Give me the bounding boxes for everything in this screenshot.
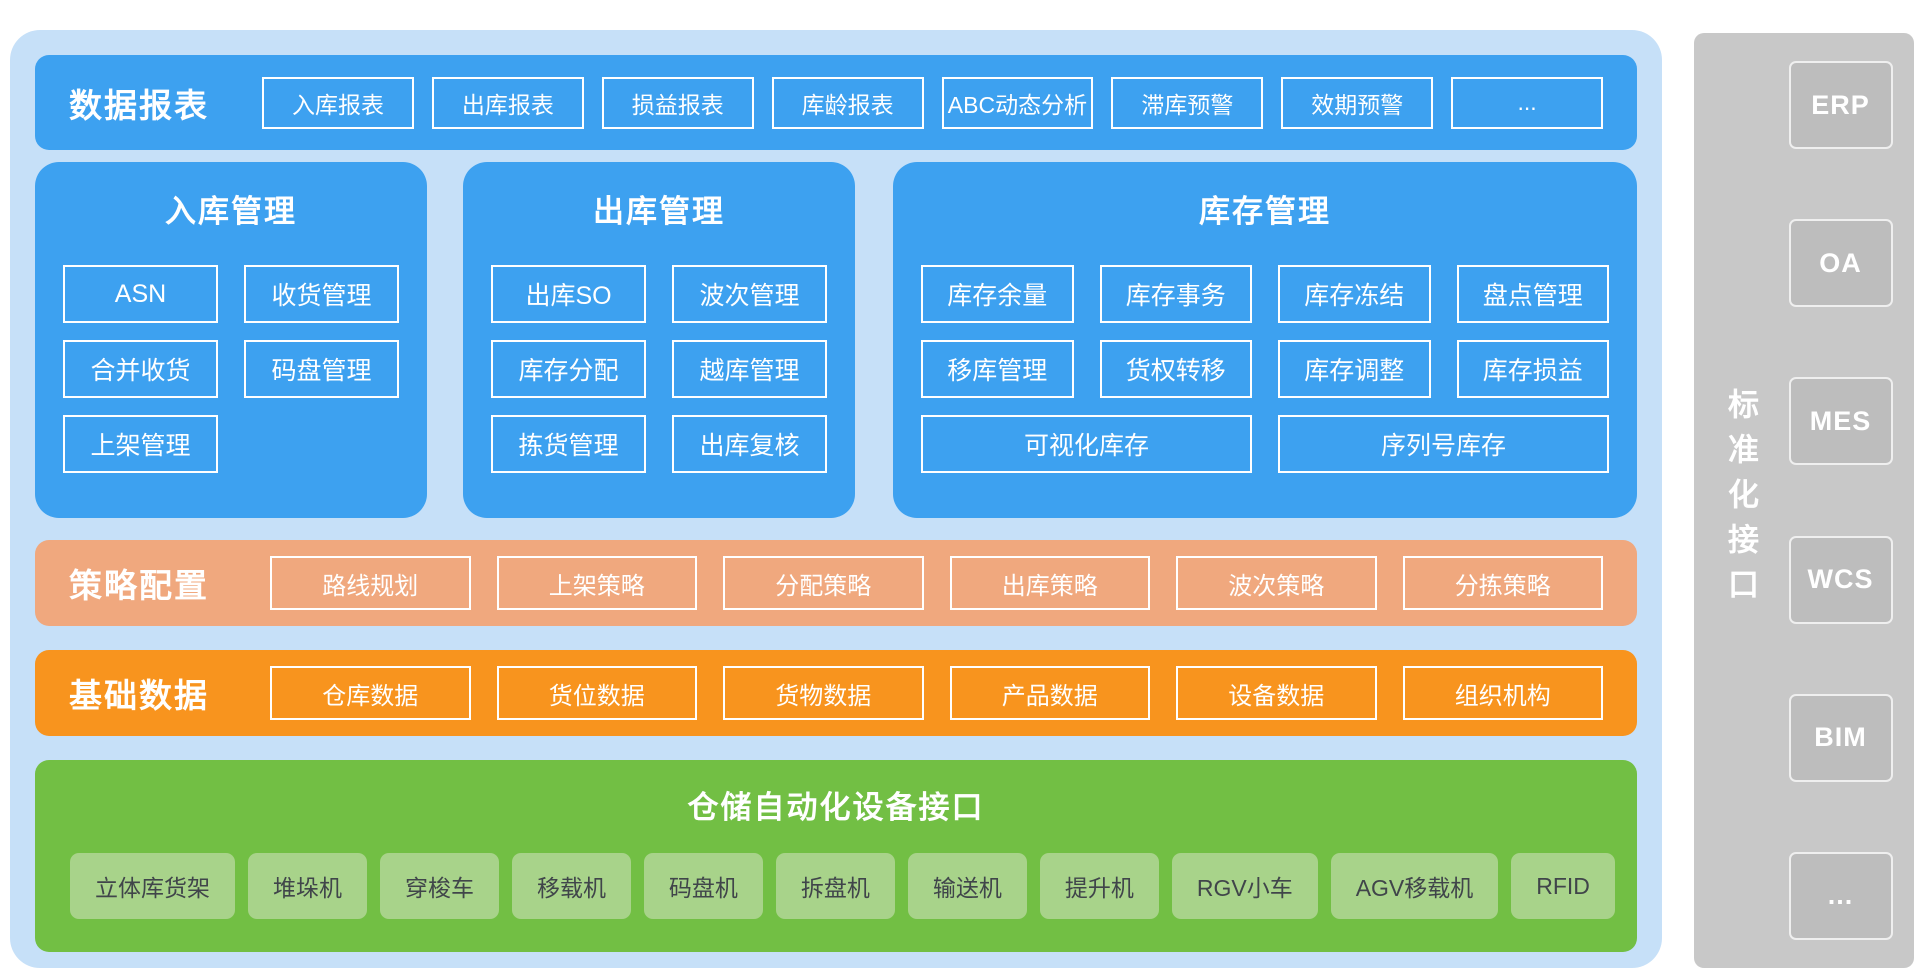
report-item: 滞库预警 <box>1111 76 1264 129</box>
inventory-item: 库存损益 <box>1456 340 1609 398</box>
base-data-item: 设备数据 <box>1176 666 1377 720</box>
outbound-item: 波次管理 <box>672 265 827 323</box>
inbound-item: ASN <box>63 265 218 323</box>
inventory-panel-title: 库存管理 <box>1199 194 1331 229</box>
outbound-item: 越库管理 <box>672 340 827 398</box>
management-panels-row: 入库管理 ASN 收货管理 合并收货 码盘管理 上架管理 出库管理 <box>35 162 1637 518</box>
inventory-panel-wide-items: 可视化库存 序列号库存 <box>921 415 1609 473</box>
report-item: ABC动态分析 <box>941 76 1094 129</box>
inventory-wide-item: 序列号库存 <box>1278 415 1609 473</box>
base-data-item: 组织机构 <box>1402 666 1603 720</box>
base-data-item: 产品数据 <box>949 666 1150 720</box>
inbound-item: 上架管理 <box>63 415 218 473</box>
strategy-item: 上架策略 <box>496 556 697 610</box>
report-item: 损益报表 <box>601 76 754 129</box>
strategy-item: 波次策略 <box>1176 556 1377 610</box>
base-data-item: 货物数据 <box>723 666 924 720</box>
inventory-panel-items: 库存余量 库存事务 库存冻结 盘点管理 移库管理 货权转移 库存调整 库存损益 <box>921 265 1609 398</box>
equipment-item: RFID <box>1511 853 1615 919</box>
outbound-item: 出库SO <box>491 265 646 323</box>
base-data-band: 基础数据 仓库数据 货位数据 货物数据 产品数据 设备数据 组织机构 <box>35 650 1637 736</box>
report-item: 出库报表 <box>431 76 584 129</box>
strategy-item: 路线规划 <box>270 556 471 610</box>
inventory-wide-item: 可视化库存 <box>921 415 1252 473</box>
outbound-item: 拣货管理 <box>491 415 646 473</box>
automation-equipment-items: 立体库货架 堆垛机 穿梭车 移载机 码盘机 拆盘机 输送机 提升机 RGV小车 <box>57 853 1615 919</box>
inventory-item: 盘点管理 <box>1456 265 1609 323</box>
report-item: 库龄报表 <box>771 76 924 129</box>
base-data-items: 仓库数据 货位数据 货物数据 产品数据 设备数据 组织机构 <box>244 666 1603 720</box>
equipment-item: 移载机 <box>511 853 631 919</box>
base-band-label: 基础数据 <box>69 677 209 714</box>
inbound-item: 收货管理 <box>244 265 399 323</box>
outbound-management-panel: 出库管理 出库SO 波次管理 库存分配 越库管理 拣货管理 出库复核 <box>463 162 855 518</box>
strategy-item: 出库策略 <box>949 556 1150 610</box>
outbound-panel-title: 出库管理 <box>593 194 725 229</box>
equipment-item: 穿梭车 <box>379 853 499 919</box>
report-item: 入库报表 <box>262 76 414 129</box>
inventory-item: 货权转移 <box>1099 340 1252 398</box>
base-data-item: 仓库数据 <box>270 666 471 720</box>
inbound-panel-items: ASN 收货管理 合并收货 码盘管理 上架管理 <box>63 265 399 473</box>
equipment-item: 码盘机 <box>643 853 763 919</box>
inventory-item: 库存事务 <box>1099 265 1252 323</box>
inbound-item: 合并收货 <box>63 340 218 398</box>
inventory-item: 库存调整 <box>1278 340 1431 398</box>
interface-system-item: BIM <box>1788 693 1893 782</box>
standard-interface-label: 标准化接口 <box>1723 388 1758 613</box>
data-report-band-label: 数据报表 <box>69 86 209 124</box>
equipment-item: RGV小车 <box>1171 853 1318 919</box>
equipment-item: 拆盘机 <box>775 853 895 919</box>
interface-system-item: WCS <box>1788 535 1893 624</box>
equipment-item: 输送机 <box>907 853 1027 919</box>
standard-interface-rail: 标准化接口 ERP OA MES WCS BIM ... <box>1694 33 1914 968</box>
equipment-item: 堆垛机 <box>247 853 367 919</box>
equipment-item: 提升机 <box>1039 853 1159 919</box>
inventory-item: 库存余量 <box>921 265 1074 323</box>
interface-system-item: OA <box>1788 219 1893 308</box>
report-item: 效期预警 <box>1281 76 1434 129</box>
strategy-item: 分拣策略 <box>1402 556 1603 610</box>
outbound-item: 库存分配 <box>491 340 646 398</box>
outbound-item: 出库复核 <box>672 415 827 473</box>
equipment-item: AGV移载机 <box>1330 853 1499 919</box>
standard-interface-items: ERP OA MES WCS BIM ... <box>1781 61 1900 940</box>
strategy-item: 分配策略 <box>723 556 924 610</box>
strategy-config-band: 策略配置 路线规划 上架策略 分配策略 出库策略 波次策略 分拣策略 <box>35 540 1637 626</box>
inventory-management-panel: 库存管理 库存余量 库存事务 库存冻结 盘点管理 移库管理 货权转移 <box>893 162 1637 518</box>
interface-system-item: MES <box>1788 377 1893 466</box>
inbound-item: 码盘管理 <box>244 340 399 398</box>
main-architecture-container: 数据报表 入库报表 出库报表 损益报表 库龄报表 ABC动态分析 滞库预警 效期… <box>10 30 1662 968</box>
automation-band-title: 仓储自动化设备接口 <box>687 790 985 825</box>
equipment-item: 立体库货架 <box>70 853 235 919</box>
data-report-band: 数据报表 入库报表 出库报表 损益报表 库龄报表 ABC动态分析 滞库预警 效期… <box>35 55 1637 150</box>
inventory-item: 库存冻结 <box>1278 265 1431 323</box>
base-data-item: 货位数据 <box>496 666 697 720</box>
inbound-management-panel: 入库管理 ASN 收货管理 合并收货 码盘管理 上架管理 <box>35 162 427 518</box>
strategy-band-label: 策略配置 <box>69 567 209 604</box>
automation-equipment-band: 仓储自动化设备接口 立体库货架 堆垛机 穿梭车 移载机 码盘机 拆盘机 输送机 <box>35 760 1637 952</box>
inventory-item: 移库管理 <box>921 340 1074 398</box>
interface-system-item: ERP <box>1788 61 1893 149</box>
data-report-items: 入库报表 出库报表 损益报表 库龄报表 ABC动态分析 滞库预警 效期预警 ..… <box>244 76 1603 129</box>
inbound-panel-title: 入库管理 <box>165 194 297 229</box>
outbound-panel-items: 出库SO 波次管理 库存分配 越库管理 拣货管理 出库复核 <box>491 265 827 473</box>
strategy-items: 路线规划 上架策略 分配策略 出库策略 波次策略 分拣策略 <box>244 556 1603 610</box>
interface-system-item: ... <box>1788 851 1893 940</box>
report-item: ... <box>1451 76 1603 129</box>
